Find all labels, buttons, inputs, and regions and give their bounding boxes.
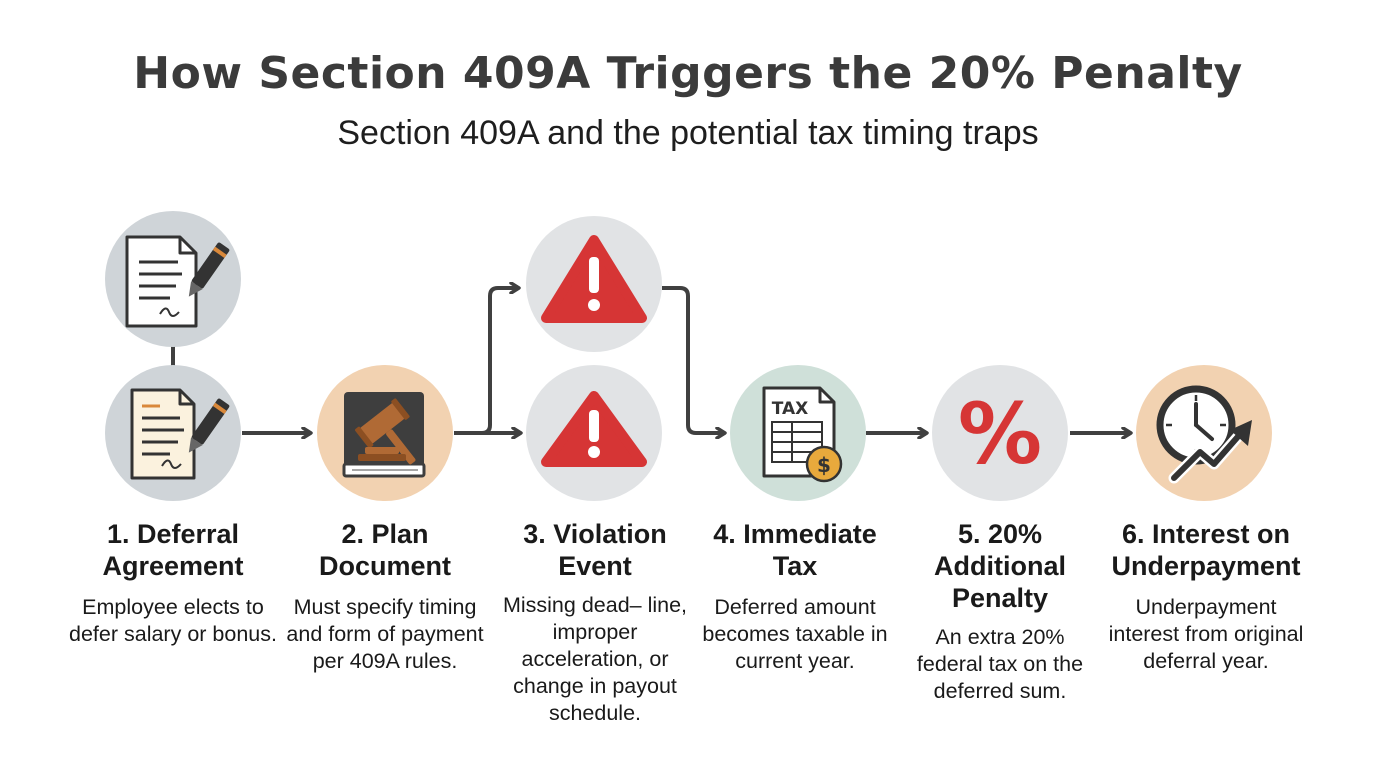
arrow-3-to-4	[662, 286, 724, 433]
gavel-book-icon	[317, 365, 453, 501]
step-5-title: 5. 20% Additional Penalty	[934, 519, 1066, 613]
step-4-desc: Deferred amount becomes taxable in curre…	[702, 595, 888, 673]
step-6-title: 6. Interest on Underpayment	[1111, 519, 1301, 581]
step-5-desc: An extra 20% federal tax on the deferred…	[916, 625, 1084, 703]
deferral-agreement-icon	[105, 365, 241, 501]
warning-icon	[526, 216, 662, 352]
arrow-2-to-3-upper	[454, 288, 518, 435]
page-title: How Section 409A Triggers the 20% Penalt…	[133, 48, 1243, 99]
step-1-title: 1. Deferral Agreement	[102, 519, 244, 581]
step-2-desc: Must specify timing and form of payment …	[286, 595, 484, 673]
warning-icon	[526, 365, 662, 501]
step-6-desc: Underpayment interest from original defe…	[1108, 595, 1304, 673]
step-3-desc: Missing dead– line, improper acceleratio…	[502, 593, 688, 725]
percent-icon: %	[932, 365, 1068, 501]
step-4-title: 4. Immediate Tax	[713, 519, 877, 581]
page-subtitle: Section 409A and the potential tax timin…	[337, 114, 1039, 152]
step-2-title: 2. Plan Document	[318, 519, 451, 581]
tax-form-icon: TAX $	[730, 365, 866, 501]
step-3-title: 3. Violation Event	[523, 519, 667, 581]
percent-symbol: %	[958, 385, 1042, 483]
step-1-desc: Employee elects to defer salary or bonus…	[69, 595, 277, 646]
clock-rising-icon	[1136, 365, 1272, 501]
tax-label: TAX	[772, 399, 809, 419]
signed-document-icon	[105, 211, 241, 347]
dollar-symbol: $	[817, 453, 831, 477]
